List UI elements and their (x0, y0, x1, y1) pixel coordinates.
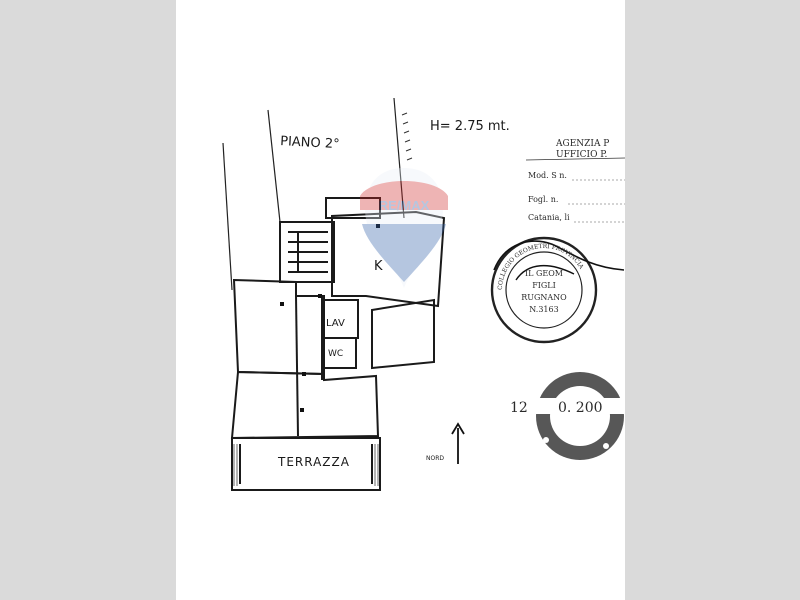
terrace-hatch (233, 444, 379, 486)
exterior-wall-left (222, 142, 233, 291)
upper-outline-left (267, 109, 281, 223)
seal-line2: FIGLI (532, 281, 556, 290)
seal-line3: RUGNANO (521, 293, 567, 302)
kitchen-label: K (374, 259, 383, 274)
floor-label: PIANO 2° (280, 134, 340, 152)
date-stamp-right: 0. 200 (558, 400, 603, 416)
apartment-walls (230, 197, 446, 491)
remax-brand-text: RE/MAX (379, 198, 430, 213)
laundry-label: LAV (326, 318, 345, 329)
wall-hatch (401, 112, 413, 161)
floor-plan-drawing: RE/MAX PIANO 2° H= 2.75 mt. K LAV WC TER… (222, 97, 625, 491)
upper-outline-right (393, 97, 405, 219)
seal-line1: IL GEOM (525, 269, 563, 278)
floor-plan-page: RE/MAX PIANO 2° H= 2.75 mt. K LAV WC TER… (176, 0, 625, 600)
seal-line4: N.3163 (529, 305, 558, 314)
cadastral-block: AGENZIA P UFFICIO P. Mod. S n. Fogl. n. … (525, 139, 625, 223)
height-label: H= 2.75 mt. (430, 119, 510, 134)
door-marks (280, 224, 380, 412)
date-stamp-left: 12 (510, 400, 528, 416)
balloon-logo-icon (364, 168, 444, 288)
cadastral-line3: Mod. S n. (528, 171, 567, 180)
north-arrow-icon (451, 422, 465, 464)
surveyor-seal: IL GEOM FIGLI RUGNANO N.3163 (490, 236, 625, 344)
terrace-label: TERRAZZA (277, 455, 350, 469)
wc-label: WC (328, 349, 343, 359)
remax-watermark: RE/MAX (360, 168, 448, 288)
cadastral-line5: Catania, li (528, 213, 570, 222)
cadastral-line4: Fogl. n. (528, 195, 558, 204)
cadastral-line1: AGENZIA P (555, 139, 609, 149)
date-stamp: 12 0. 200 (510, 372, 625, 460)
scale-label: NORD (426, 455, 444, 462)
cadastral-line2: UFFICIO P. (556, 150, 608, 160)
